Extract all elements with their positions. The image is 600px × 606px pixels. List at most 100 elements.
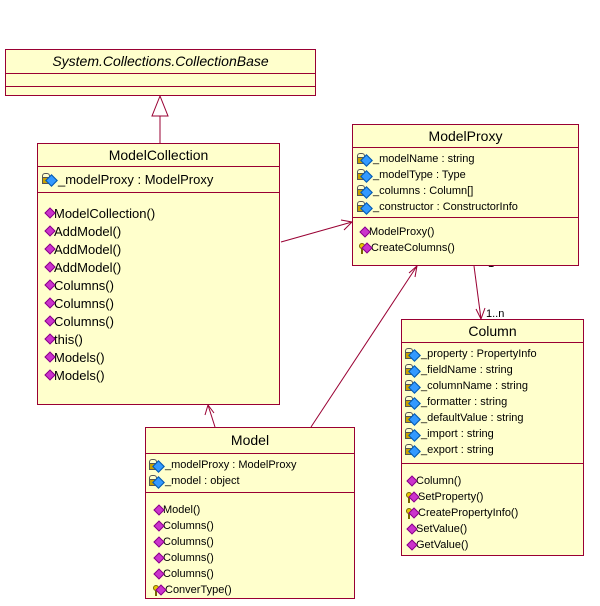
public-method-icon [44, 279, 56, 291]
attribute-row: _model : object [149, 473, 354, 489]
attribute-row: _columnName : string [405, 378, 583, 394]
operation-row: Model() [153, 502, 354, 518]
class-column[interactable]: Column _property : PropertyInfo _fieldNa… [401, 319, 584, 556]
operation-text: CreatePropertyInfo() [418, 507, 519, 519]
attribute-text: _columns : Column[] [373, 185, 474, 197]
association-model-collection [207, 404, 216, 428]
attribute-row: _columns : Column[] [357, 183, 578, 199]
public-method-icon [44, 261, 56, 273]
attribute-row: _fieldName : string [405, 362, 583, 378]
private-field-icon [405, 428, 421, 442]
attribute-text: _modelProxy : ModelProxy [58, 171, 214, 187]
public-method-icon [153, 520, 165, 532]
private-field-icon [149, 475, 165, 489]
operation-text: Columns() [163, 520, 214, 532]
attribute-text: _export : string [421, 444, 494, 456]
public-method-icon [406, 523, 418, 535]
operation-text: Columns() [54, 295, 114, 311]
operation-text: ConverType() [165, 584, 232, 596]
class-name: System.Collections.CollectionBase [6, 50, 315, 74]
attribute-text: _columnName : string [421, 380, 528, 392]
association-model-proxy [310, 265, 418, 428]
operation-row: AddModel() [44, 258, 279, 276]
operation-text: AddModel() [54, 223, 122, 239]
operation-row: AddModel() [44, 222, 279, 240]
operation-text: ModelProxy() [369, 226, 435, 238]
association-proxy-column [473, 265, 482, 320]
private-field-icon [357, 169, 373, 183]
operation-row: Columns() [153, 518, 354, 534]
attribute-row: _constructor : ConstructorInfo [357, 199, 578, 215]
public-method-icon [153, 536, 165, 548]
operation-row: GetValue() [406, 537, 583, 553]
generalization-arrowhead [151, 94, 169, 117]
operation-text: this() [54, 331, 83, 347]
attribute-row: _modelProxy : ModelProxy [149, 457, 354, 473]
attribute-row: _import : string [405, 426, 583, 442]
operation-row: Column() [406, 473, 583, 489]
attribute-text: _defaultValue : string [421, 412, 524, 424]
private-field-icon [405, 412, 421, 426]
public-method-icon [44, 207, 56, 219]
operation-row: Models() [44, 348, 279, 366]
operation-text: Models() [54, 367, 105, 383]
private-field-icon [357, 185, 373, 199]
public-method-icon [44, 369, 56, 381]
operations-compartment: Model() Columns() Columns() Columns() Co… [146, 493, 354, 598]
private-field-icon [357, 153, 373, 167]
public-method-icon [359, 226, 371, 238]
operation-row: Columns() [153, 550, 354, 566]
operation-text: SetValue() [416, 523, 468, 535]
operation-row: ConverType() [153, 582, 354, 598]
public-method-icon [153, 568, 165, 580]
operation-row: ModelProxy() [359, 224, 578, 240]
operation-text: AddModel() [54, 259, 122, 275]
operation-text: Columns() [54, 313, 114, 329]
attribute-text: _constructor : ConstructorInfo [373, 201, 518, 213]
operation-text: ModelCollection() [54, 205, 156, 221]
private-field-icon [405, 380, 421, 394]
operation-text: Columns() [163, 552, 214, 564]
operation-text: AddModel() [54, 241, 122, 257]
operation-row: AddModel() [44, 240, 279, 258]
operation-row: SetValue() [406, 521, 583, 537]
operation-text: Column() [416, 475, 462, 487]
attribute-text: _property : PropertyInfo [421, 348, 537, 360]
private-field-icon [42, 173, 58, 187]
public-method-icon [44, 315, 56, 327]
operation-row: Models() [44, 366, 279, 384]
private-method-icon [359, 242, 373, 254]
attribute-text: _fieldName : string [421, 364, 513, 376]
private-field-icon [405, 348, 421, 362]
class-collectionbase[interactable]: System.Collections.CollectionBase [5, 49, 316, 96]
association-collection-proxy [280, 221, 353, 243]
operation-row: CreatePropertyInfo() [406, 505, 583, 521]
association-model-proxy-arrow [408, 264, 418, 278]
operations-compartment: ModelProxy() CreateColumns() [353, 218, 578, 256]
operation-row: Columns() [44, 294, 279, 312]
private-field-icon [149, 459, 165, 473]
attribute-text: _import : string [421, 428, 494, 440]
class-model[interactable]: Model _modelProxy : ModelProxy _model : … [145, 427, 355, 599]
operation-row: Columns() [44, 312, 279, 330]
private-field-icon [405, 444, 421, 458]
public-method-icon [44, 333, 56, 345]
class-modelcollection[interactable]: ModelCollection _modelProxy : ModelProxy… [37, 143, 280, 405]
attribute-row: _export : string [405, 442, 583, 458]
attribute-text: _modelType : Type [373, 169, 466, 181]
private-field-icon [357, 201, 373, 215]
attribute-text: _formatter : string [421, 396, 508, 408]
attribute-text: _modelProxy : ModelProxy [165, 459, 297, 471]
attributes-compartment: _modelProxy : ModelProxy _model : object [146, 454, 354, 493]
public-method-icon [406, 539, 418, 551]
attribute-row: _modelName : string [357, 151, 578, 167]
attributes-compartment: _modelName : string _modelType : Type _c… [353, 148, 578, 218]
class-modelproxy[interactable]: ModelProxy _modelName : string _modelTyp… [352, 124, 579, 266]
attribute-row: _formatter : string [405, 394, 583, 410]
private-method-icon [406, 507, 420, 519]
attributes-compartment: _modelProxy : ModelProxy [38, 167, 279, 193]
public-method-icon [44, 225, 56, 237]
association-model-collection-arrow [204, 403, 215, 416]
public-method-icon [153, 552, 165, 564]
